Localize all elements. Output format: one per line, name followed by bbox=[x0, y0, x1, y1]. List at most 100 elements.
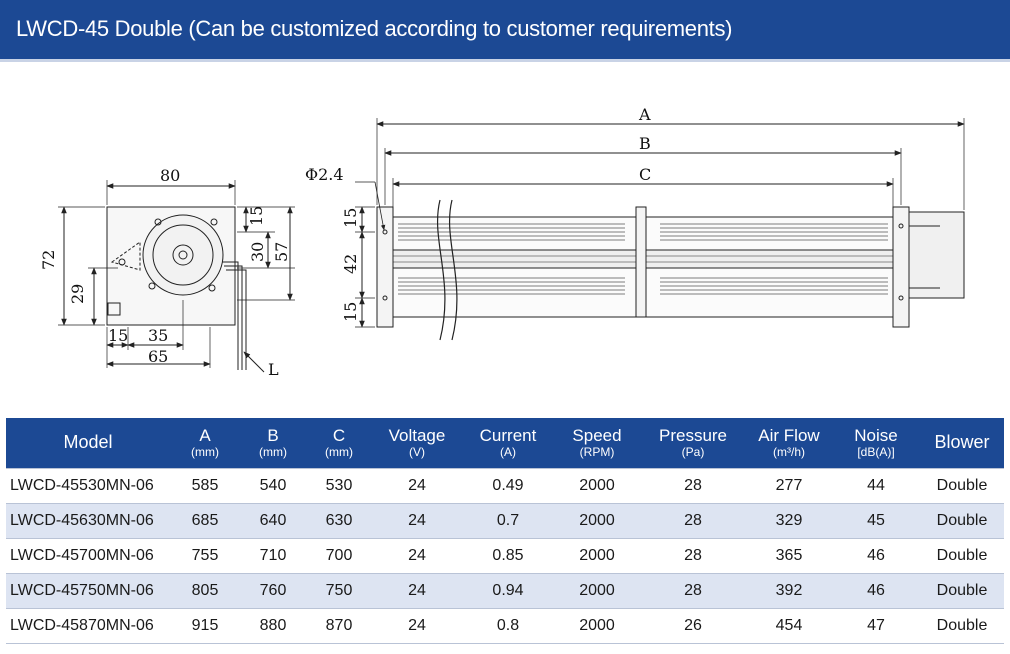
table-cell: 915 bbox=[170, 607, 240, 644]
dim-L: L bbox=[268, 360, 279, 379]
model-cell: LWCD-45870MN-06 bbox=[6, 607, 170, 644]
table-cell: 26 bbox=[640, 607, 746, 644]
dim-15-right: 15 bbox=[247, 206, 266, 226]
dim-65: 65 bbox=[148, 347, 168, 366]
motor-ring bbox=[152, 224, 214, 286]
terminal-box bbox=[107, 302, 121, 316]
table-cell: 277 bbox=[746, 467, 832, 503]
dim-72: 72 bbox=[39, 250, 58, 270]
table-cell: 2000 bbox=[554, 467, 640, 503]
table-cell: 2000 bbox=[554, 502, 640, 538]
motor-shaft bbox=[172, 244, 194, 266]
table-cell: 2000 bbox=[554, 537, 640, 573]
dim-42: 42 bbox=[341, 254, 360, 274]
technical-drawing: 80 72 29 15 30 57 15 35 65 L bbox=[0, 62, 1010, 416]
side-view bbox=[355, 118, 965, 341]
title-bar: LWCD-45 Double (Can be customized accord… bbox=[0, 0, 1010, 62]
motor-housing bbox=[142, 214, 224, 296]
table-cell: 28 bbox=[640, 537, 746, 573]
spec-table: Model A(mm) B(mm) C(mm) Voltage(V) Curre… bbox=[6, 418, 1004, 644]
side-motor bbox=[908, 211, 965, 299]
lead-wire bbox=[226, 269, 247, 370]
col-airflow: Air Flow(m³/h) bbox=[758, 425, 820, 460]
side-view-labels: A B C Φ2.4 15 42 15 bbox=[305, 105, 651, 322]
screw-hole bbox=[210, 218, 218, 226]
break-line bbox=[448, 199, 458, 341]
table-cell: 870 bbox=[306, 607, 372, 644]
mount-hole bbox=[382, 295, 388, 301]
model-cell: LWCD-45530MN-06 bbox=[6, 467, 170, 503]
left-end-plate bbox=[376, 206, 394, 328]
table-cell: Double bbox=[920, 537, 1004, 573]
motor-axis bbox=[178, 250, 188, 260]
table-cell: 329 bbox=[746, 502, 832, 538]
dim-15-bottom: 15 bbox=[341, 302, 360, 322]
table-cell: 540 bbox=[240, 467, 306, 503]
dim-80: 80 bbox=[160, 166, 180, 185]
center-bracket bbox=[635, 206, 647, 318]
table-cell: Double bbox=[920, 502, 1004, 538]
table-cell: 392 bbox=[746, 572, 832, 608]
table-cell: Double bbox=[920, 467, 1004, 503]
table-cell: 45 bbox=[832, 502, 920, 538]
table-cell: 755 bbox=[170, 537, 240, 573]
dim-C: C bbox=[639, 165, 651, 184]
dim-30: 30 bbox=[248, 242, 267, 262]
dim-35: 35 bbox=[148, 326, 168, 345]
drawing-svg: 80 72 29 15 30 57 15 35 65 L bbox=[39, 105, 965, 379]
dim-B: B bbox=[639, 134, 651, 153]
table-cell: 2000 bbox=[554, 607, 640, 644]
table-cell: 44 bbox=[832, 467, 920, 503]
lead-wire bbox=[222, 261, 239, 370]
dashed-outline bbox=[110, 241, 141, 271]
col-current: Current(A) bbox=[479, 425, 537, 460]
table-cell: 750 bbox=[306, 572, 372, 608]
table-cell: 46 bbox=[832, 537, 920, 573]
table-cell: 2000 bbox=[554, 572, 640, 608]
col-pressure: Pressure(Pa) bbox=[658, 425, 728, 460]
table-cell: 700 bbox=[306, 537, 372, 573]
table-cell: 710 bbox=[240, 537, 306, 573]
col-b: B(mm) bbox=[259, 425, 287, 460]
mount-hole bbox=[898, 295, 904, 301]
col-blower: Blower bbox=[934, 431, 990, 452]
right-end-plate bbox=[892, 206, 910, 328]
table-cell: 28 bbox=[640, 572, 746, 608]
table-cell: 0.85 bbox=[462, 537, 554, 573]
dim-29: 29 bbox=[68, 284, 87, 304]
table-cell: 454 bbox=[746, 607, 832, 644]
table-cell: 685 bbox=[170, 502, 240, 538]
table-cell: 24 bbox=[372, 502, 462, 538]
impeller-blades bbox=[398, 223, 888, 295]
model-cell: LWCD-45630MN-06 bbox=[6, 502, 170, 538]
col-a: A(mm) bbox=[191, 425, 219, 460]
front-view-labels: 80 72 29 15 30 57 15 35 65 L bbox=[39, 166, 291, 379]
table-cell: 24 bbox=[372, 537, 462, 573]
table-cell: 0.7 bbox=[462, 502, 554, 538]
table-cell: 24 bbox=[372, 607, 462, 644]
table-cell: 0.8 bbox=[462, 607, 554, 644]
mount-hole bbox=[898, 223, 904, 229]
table-cell: 24 bbox=[372, 467, 462, 503]
table-cell: 585 bbox=[170, 467, 240, 503]
table-cell: 24 bbox=[372, 572, 462, 608]
front-view bbox=[58, 180, 295, 373]
col-c: C(mm) bbox=[325, 425, 353, 460]
table-cell: 47 bbox=[832, 607, 920, 644]
table-cell: 0.94 bbox=[462, 572, 554, 608]
table-cell: 640 bbox=[240, 502, 306, 538]
table-cell: Double bbox=[920, 572, 1004, 608]
col-voltage: Voltage(V) bbox=[388, 425, 446, 460]
table-cell: 46 bbox=[832, 572, 920, 608]
page-title: LWCD-45 Double (Can be customized accord… bbox=[16, 16, 733, 41]
lead-wire bbox=[224, 265, 243, 370]
table-cell: Double bbox=[920, 607, 1004, 644]
table-cell: 760 bbox=[240, 572, 306, 608]
break-line bbox=[436, 199, 446, 341]
